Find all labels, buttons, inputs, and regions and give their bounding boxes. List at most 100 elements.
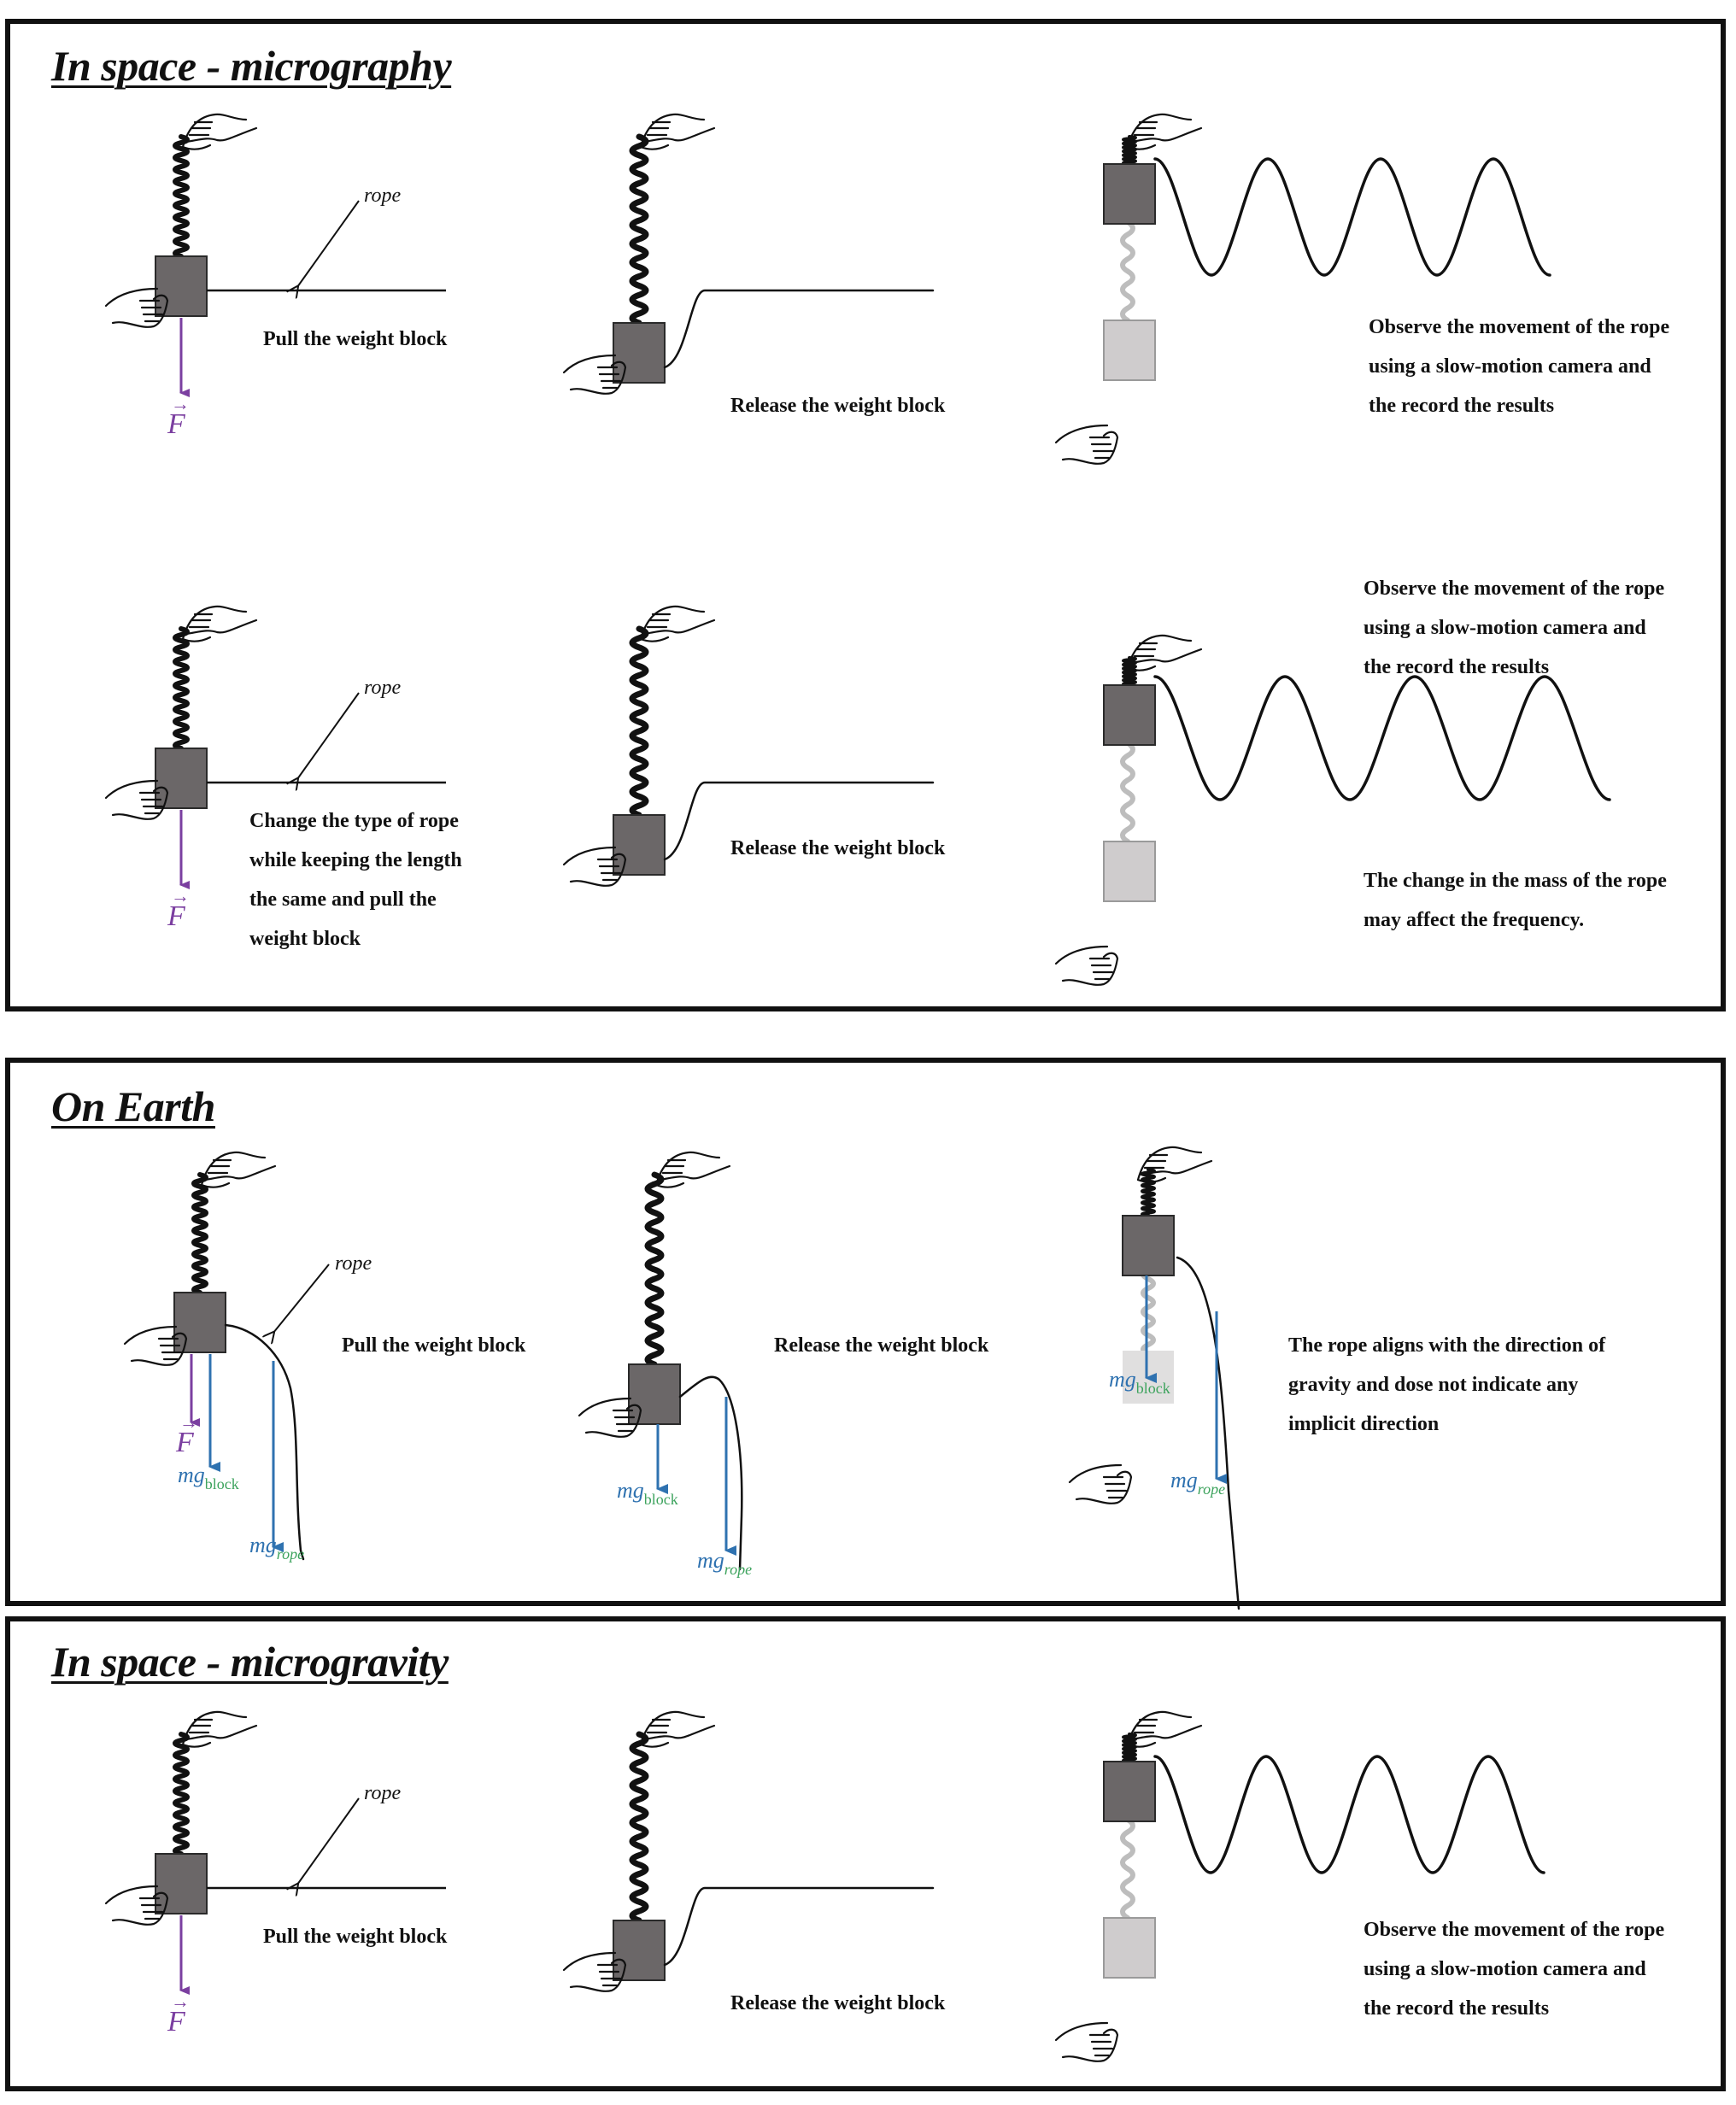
ghost-spring (1120, 741, 1135, 844)
mg-subscript: block (643, 1491, 678, 1508)
hand-thumb (642, 619, 716, 636)
rope-label: rope (364, 185, 402, 207)
step-caption: Release the weight block (730, 1984, 945, 2023)
caption-line: Pull the weight block (342, 1334, 526, 1357)
weight-block (1103, 684, 1156, 746)
space2-step1 (104, 1710, 446, 1995)
hand-bottom-icon (104, 287, 169, 328)
vector-arrow-glyph: → (171, 393, 190, 414)
hand-outline (1054, 945, 1109, 965)
mg-block-label: mgblock (1109, 1367, 1170, 1398)
caption-line: using a slow-motion camera and (1364, 617, 1646, 639)
caption-line: The rope aligns with the direction of (1288, 1334, 1606, 1357)
spring (629, 1731, 649, 1924)
hand-palm (1061, 952, 1119, 986)
space1-row1-step3 (1054, 113, 1551, 465)
ghost-spring (1120, 220, 1135, 323)
force-symbol: F (167, 900, 185, 932)
hand-outline (562, 354, 617, 374)
hand-fingers (1126, 120, 1158, 150)
hand-thumb (185, 1724, 258, 1741)
hand-fingers (138, 791, 164, 815)
hand-outline (1054, 2021, 1109, 2042)
ghost-weight-block (1103, 320, 1156, 381)
weight-block (1103, 163, 1156, 225)
hand-fingers (1088, 436, 1114, 460)
step-caption: Observe the movement of the rope using a … (1364, 569, 1664, 687)
hand-fingers (138, 1897, 164, 1920)
caption-line: while keeping the length (249, 849, 462, 871)
weight-block (173, 1292, 226, 1353)
mg-block-label: mgblock (617, 1478, 678, 1509)
hand-outline (1126, 634, 1193, 670)
hand-fingers (612, 1409, 637, 1433)
rope-label: rope (364, 677, 402, 699)
hand-outline (123, 1325, 178, 1346)
caption-line: Release the weight block (730, 395, 946, 417)
mg-symbol: mg (1170, 1468, 1198, 1492)
mg-rope-label: mgrope (697, 1548, 752, 1579)
step-caption: Release the weight block (730, 386, 945, 425)
force-symbol: F (176, 1427, 194, 1458)
hand-top-icon (200, 1151, 277, 1188)
hand-bottom-icon (1054, 945, 1119, 986)
spring (1141, 1168, 1156, 1217)
force-symbol: F (167, 2006, 185, 2038)
hand-bottom-icon (1068, 1463, 1133, 1504)
space2-step3 (1054, 1710, 1545, 2062)
hand-palm (584, 1404, 642, 1438)
rope-label: rope (335, 1252, 372, 1275)
hand-bottom-icon (104, 1885, 169, 1926)
caption-line: using a slow-motion camera and (1364, 1958, 1646, 1980)
spring (629, 133, 649, 326)
force-vector-label: →F (167, 885, 190, 933)
hand-bottom-icon (578, 1397, 642, 1438)
rope-label: rope (364, 1782, 402, 1804)
mg-subscript: rope (724, 1561, 753, 1578)
hand-bottom-icon (1054, 424, 1119, 465)
rope-pointer-arrow (297, 1797, 360, 1885)
hand-outline (639, 605, 706, 641)
hand-outline (639, 113, 706, 149)
panel-on-earth: On Earth (5, 1058, 1726, 1606)
hand-outline (104, 287, 159, 308)
panel-title: In space - micrography (51, 42, 452, 90)
force-symbol: F (167, 408, 185, 440)
spring (173, 1732, 190, 1856)
hand-outline (1136, 1146, 1203, 1181)
spring (644, 1171, 665, 1368)
hand-fingers (639, 120, 672, 150)
hand-top-icon (181, 605, 258, 642)
hand-palm (1061, 2028, 1119, 2062)
hand-top-icon (639, 113, 716, 150)
hand-palm (111, 1891, 169, 1926)
rope-pointer-arrow (297, 200, 360, 287)
mg-subscript: block (204, 1475, 239, 1492)
hand-outline (104, 779, 159, 800)
weight-block (613, 814, 666, 876)
hand-fingers (596, 1963, 622, 1987)
hand-fingers (1126, 642, 1158, 671)
hand-outline (1068, 1463, 1123, 1484)
hand-thumb (658, 1164, 731, 1181)
mg-symbol: mg (178, 1463, 205, 1487)
mg-symbol: mg (249, 1533, 277, 1557)
step-caption: Release the weight block (774, 1326, 988, 1365)
panel-space-microgravity-2: In space - microgravity (5, 1616, 1726, 2091)
space1-row2-step2 (562, 605, 935, 887)
caption-line: Observe the movement of the rope (1364, 578, 1665, 600)
hand-palm (111, 294, 169, 328)
hand-top-icon (639, 1710, 716, 1748)
spring (191, 1172, 208, 1295)
panel-title: In space - microgravity (51, 1638, 449, 1686)
hand-palm (569, 361, 627, 395)
mg-symbol: mg (617, 1478, 644, 1503)
hand-palm (1061, 431, 1119, 465)
step-caption: Pull the weight block (263, 320, 447, 359)
rope-pointer-arrow (297, 692, 360, 779)
hand-bottom-icon (123, 1325, 188, 1366)
hand-fingers (1088, 2033, 1114, 2057)
caption-line: Pull the weight block (263, 328, 448, 350)
hand-top-icon (639, 605, 716, 642)
